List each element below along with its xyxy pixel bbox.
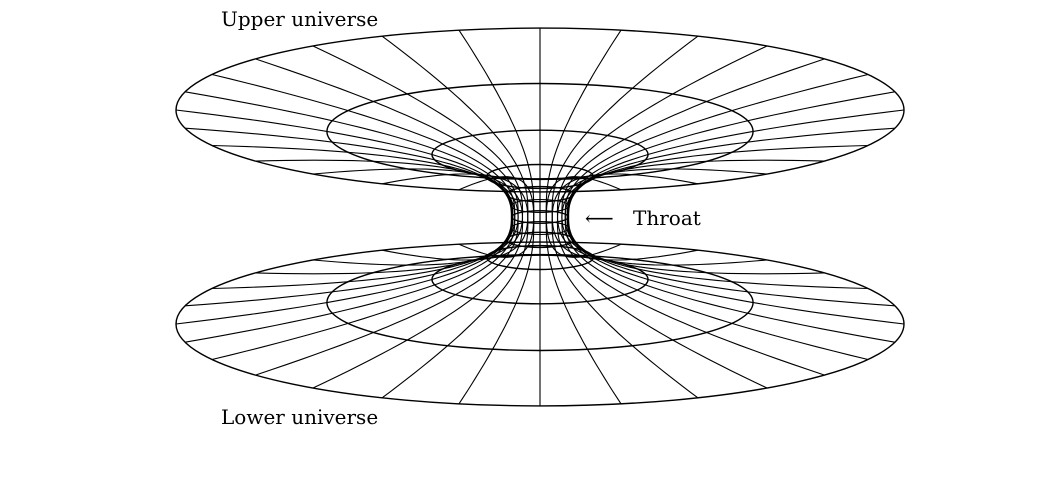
lower-universe-label: Lower universe xyxy=(221,405,378,429)
throat-arrow: ⟵ xyxy=(585,206,614,230)
meridian-line-26 xyxy=(564,73,869,290)
throat-left-edge xyxy=(492,179,514,255)
meridian-line-19 xyxy=(381,35,529,261)
meridian-line-24 xyxy=(556,45,768,266)
meridian-line-9 xyxy=(381,173,529,399)
meridian-line-20 xyxy=(458,29,535,258)
throat-label: Throat xyxy=(633,206,701,230)
meridian-line-22 xyxy=(545,29,622,258)
meridian-line-25 xyxy=(561,58,825,275)
meridian-line-18 xyxy=(312,45,524,266)
meridian-line-11 xyxy=(255,159,519,376)
upper-universe-label: Upper universe xyxy=(221,7,378,31)
embedding-mesh xyxy=(175,27,905,407)
meridian-line-16 xyxy=(211,73,516,290)
meridian-line-0 xyxy=(567,109,905,325)
meridian-line-17 xyxy=(255,58,519,275)
meridian-line-14 xyxy=(175,109,513,325)
meridian-line-3 xyxy=(561,159,825,376)
throat-right-edge xyxy=(566,179,588,255)
